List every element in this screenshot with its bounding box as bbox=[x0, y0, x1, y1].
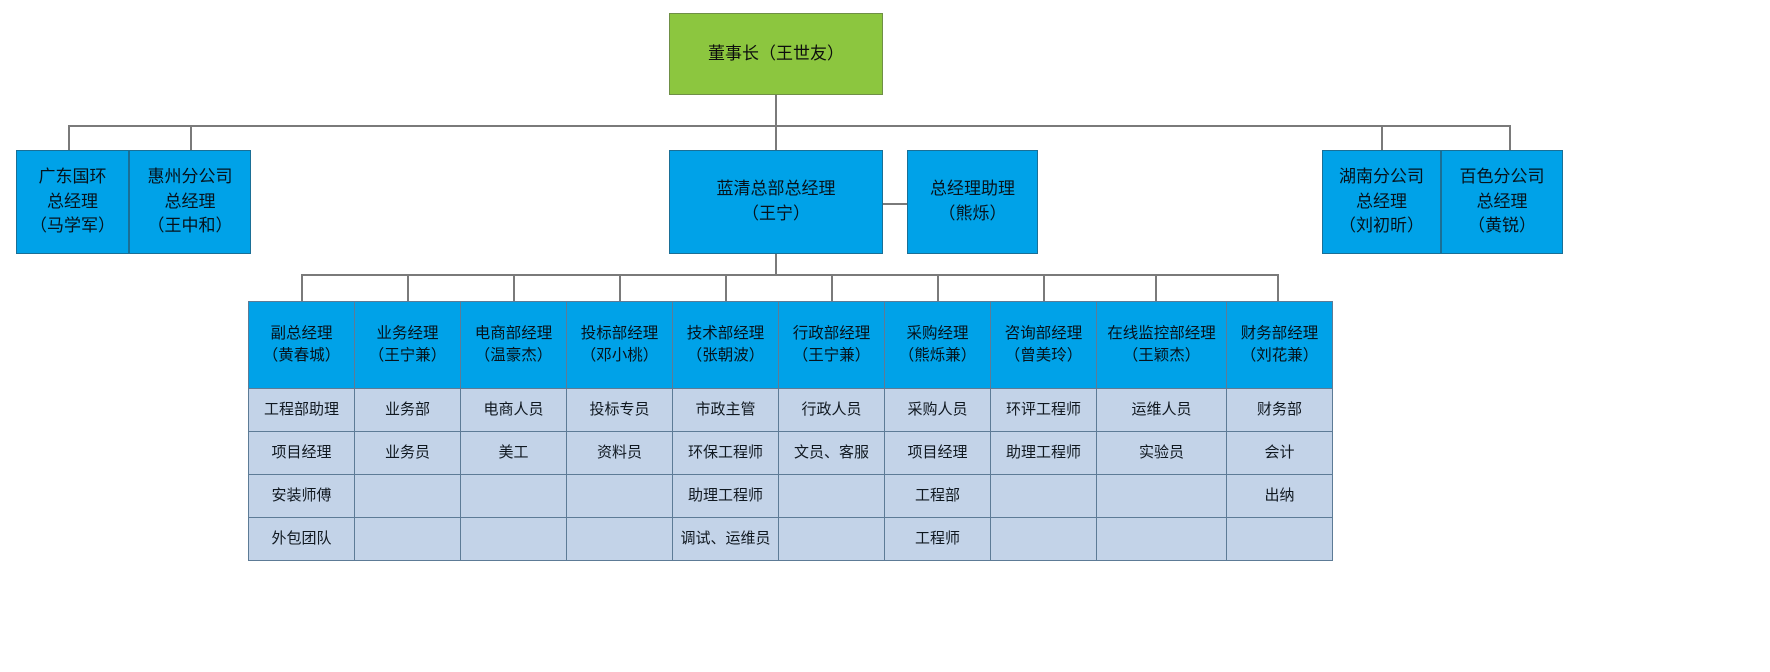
staff-cell: 行政人员 bbox=[778, 388, 885, 432]
staff-cell: 资料员 bbox=[566, 431, 673, 475]
connector-department-bus bbox=[301, 274, 1279, 276]
connector-level2-bus bbox=[68, 125, 1511, 127]
staff-cell bbox=[460, 474, 567, 518]
staff-cell: 项目经理 bbox=[248, 431, 355, 475]
connector-drop-dept-9 bbox=[1155, 274, 1157, 301]
dept-header-procurement[interactable]: 采购经理 （熊烁兼） bbox=[884, 301, 991, 389]
dept-header-finance[interactable]: 财务部经理 （刘花兼） bbox=[1226, 301, 1333, 389]
staff-cell: 运维人员 bbox=[1096, 388, 1227, 432]
staff-cell bbox=[1096, 474, 1227, 518]
staff-cell bbox=[778, 474, 885, 518]
node-baise-branch-gm[interactable]: 百色分公司 总经理 （黄锐） bbox=[1441, 150, 1563, 254]
staff-cell: 安装师傅 bbox=[248, 474, 355, 518]
staff-cell: 业务员 bbox=[354, 431, 461, 475]
connector-drop-huizhou bbox=[190, 125, 192, 150]
connector-drop-dept-2 bbox=[407, 274, 409, 301]
node-lanqing-hq-gm[interactable]: 蓝清总部总经理 （王宁） bbox=[669, 150, 883, 254]
staff-cell: 工程部 bbox=[884, 474, 991, 518]
staff-cell bbox=[778, 517, 885, 561]
staff-cell: 市政主管 bbox=[672, 388, 779, 432]
staff-cell: 会计 bbox=[1226, 431, 1333, 475]
connector-drop-dept-5 bbox=[725, 274, 727, 301]
dept-header-deputy-gm[interactable]: 副总经理 （黄春城） bbox=[248, 301, 355, 389]
table-row: 安装师傅 助理工程师 工程部 出纳 bbox=[248, 474, 1333, 518]
dept-header-technical[interactable]: 技术部经理 （张朝波） bbox=[672, 301, 779, 389]
staff-cell bbox=[354, 474, 461, 518]
dept-header-consulting[interactable]: 咨询部经理 （曾美玲） bbox=[990, 301, 1097, 389]
node-chairman[interactable]: 董事长（王世友） bbox=[669, 13, 883, 95]
department-header-row: 副总经理 （黄春城） 业务经理 （王宁兼） 电商部经理 （温豪杰） 投标部经理 … bbox=[248, 301, 1333, 389]
connector-drop-hunan bbox=[1381, 125, 1383, 150]
connector-root-stem bbox=[775, 95, 777, 126]
staff-cell: 文员、客服 bbox=[778, 431, 885, 475]
staff-cell bbox=[566, 474, 673, 518]
connector-drop-dept-6 bbox=[831, 274, 833, 301]
node-hunan-branch-gm[interactable]: 湖南分公司 总经理 （刘初昕） bbox=[1322, 150, 1441, 254]
staff-cell: 出纳 bbox=[1226, 474, 1333, 518]
dept-header-bidding[interactable]: 投标部经理 （邓小桃） bbox=[566, 301, 673, 389]
staff-cell bbox=[1096, 517, 1227, 561]
staff-cell: 环保工程师 bbox=[672, 431, 779, 475]
table-row: 外包团队 调试、运维员 工程师 bbox=[248, 517, 1333, 561]
dept-header-business[interactable]: 业务经理 （王宁兼） bbox=[354, 301, 461, 389]
staff-cell: 助理工程师 bbox=[672, 474, 779, 518]
staff-cell: 实验员 bbox=[1096, 431, 1227, 475]
department-matrix: 副总经理 （黄春城） 业务经理 （王宁兼） 电商部经理 （温豪杰） 投标部经理 … bbox=[248, 301, 1333, 561]
node-gm-assistant[interactable]: 总经理助理 （熊烁） bbox=[907, 150, 1038, 254]
staff-cell bbox=[460, 517, 567, 561]
connector-drop-guangdong bbox=[68, 125, 70, 150]
staff-cell bbox=[1226, 517, 1333, 561]
staff-cell: 项目经理 bbox=[884, 431, 991, 475]
staff-cell: 工程部助理 bbox=[248, 388, 355, 432]
node-huizhou-branch-gm[interactable]: 惠州分公司 总经理 （王中和） bbox=[129, 150, 251, 254]
staff-cell: 工程师 bbox=[884, 517, 991, 561]
connector-hq-stem bbox=[775, 254, 777, 276]
staff-cell bbox=[354, 517, 461, 561]
staff-cell: 调试、运维员 bbox=[672, 517, 779, 561]
staff-cell: 助理工程师 bbox=[990, 431, 1097, 475]
staff-cell: 业务部 bbox=[354, 388, 461, 432]
connector-drop-dept-10 bbox=[1277, 274, 1279, 301]
node-guangdong-gm[interactable]: 广东国环 总经理 （马学军） bbox=[16, 150, 129, 254]
staff-cell: 外包团队 bbox=[248, 517, 355, 561]
staff-cell bbox=[990, 474, 1097, 518]
staff-cell: 投标专员 bbox=[566, 388, 673, 432]
staff-cell: 电商人员 bbox=[460, 388, 567, 432]
table-row: 项目经理 业务员 美工 资料员 环保工程师 文员、客服 项目经理 助理工程师 实… bbox=[248, 431, 1333, 475]
dept-header-ecommerce[interactable]: 电商部经理 （温豪杰） bbox=[460, 301, 567, 389]
connector-drop-dept-7 bbox=[937, 274, 939, 301]
connector-drop-lanqing bbox=[775, 125, 777, 150]
connector-drop-dept-8 bbox=[1043, 274, 1045, 301]
staff-cell: 环评工程师 bbox=[990, 388, 1097, 432]
dept-header-online-monitor[interactable]: 在线监控部经理 （王颖杰） bbox=[1096, 301, 1227, 389]
staff-cell: 美工 bbox=[460, 431, 567, 475]
connector-drop-dept-3 bbox=[513, 274, 515, 301]
staff-cell: 财务部 bbox=[1226, 388, 1333, 432]
dept-header-administration[interactable]: 行政部经理 （王宁兼） bbox=[778, 301, 885, 389]
connector-drop-dept-4 bbox=[619, 274, 621, 301]
staff-cell bbox=[566, 517, 673, 561]
table-row: 工程部助理 业务部 电商人员 投标专员 市政主管 行政人员 采购人员 环评工程师… bbox=[248, 388, 1333, 432]
connector-drop-dept-1 bbox=[301, 274, 303, 301]
staff-cell: 采购人员 bbox=[884, 388, 991, 432]
staff-cell bbox=[990, 517, 1097, 561]
connector-gm-assistant bbox=[883, 203, 907, 205]
connector-drop-baise bbox=[1509, 125, 1511, 150]
